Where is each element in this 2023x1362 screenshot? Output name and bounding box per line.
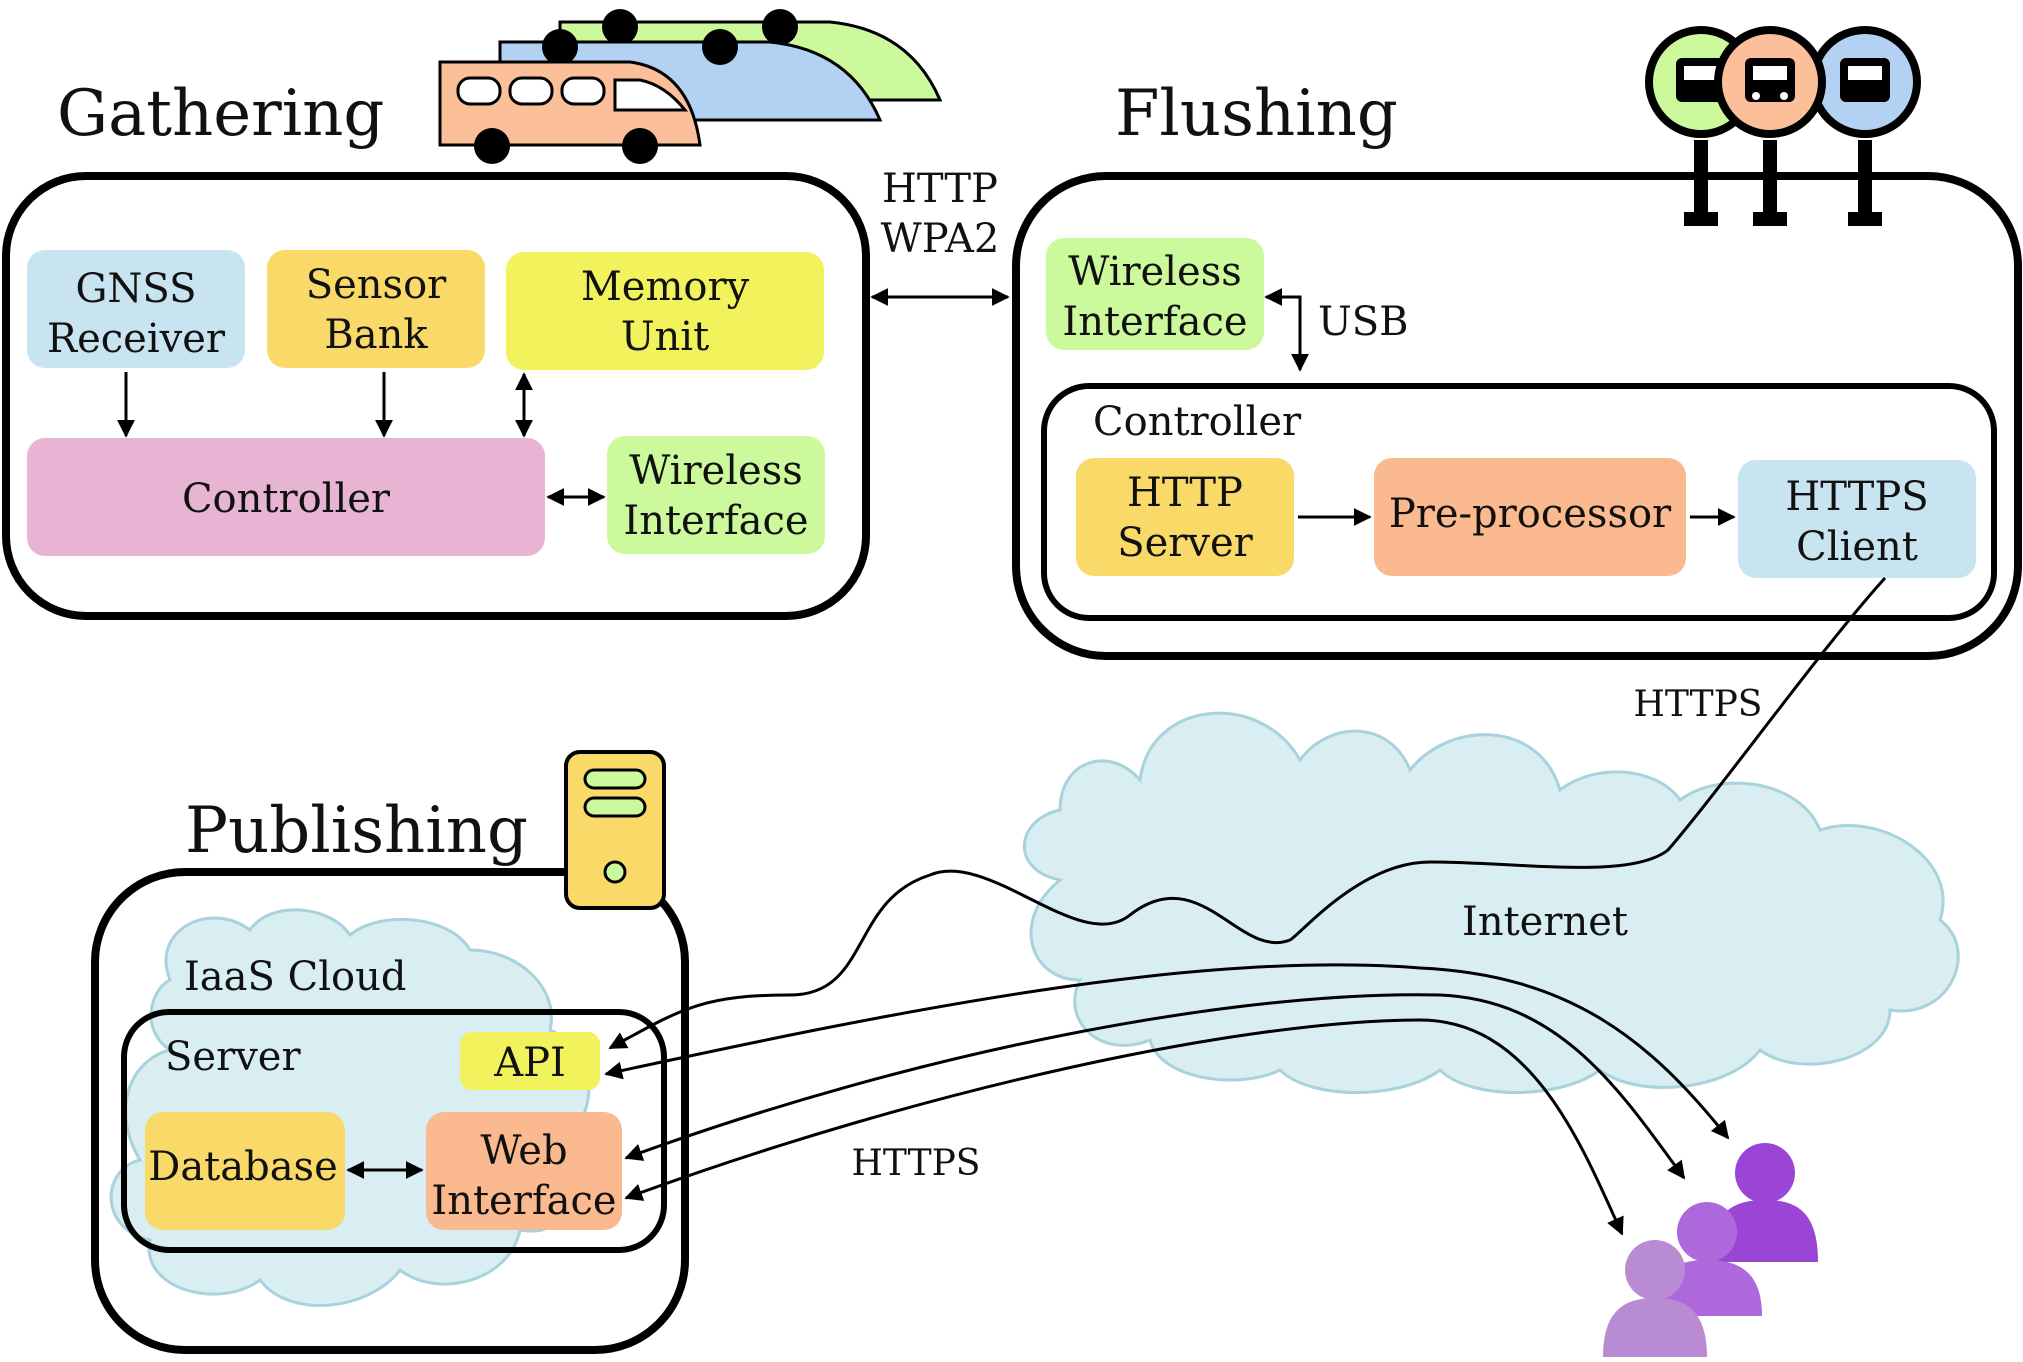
internet-cloud: Internet [1022, 711, 1960, 1094]
svg-text:Web: Web [480, 1128, 567, 1174]
svg-text:Wireless: Wireless [1068, 249, 1242, 295]
api-users-curve [604, 963, 1730, 1140]
svg-text:Unit: Unit [621, 314, 709, 360]
usb-label: USB [1318, 299, 1409, 345]
svg-text:Wireless: Wireless [629, 448, 803, 494]
svg-text:API: API [493, 1040, 566, 1086]
internet-label: Internet [1462, 899, 1628, 945]
svg-text:Controller: Controller [182, 476, 391, 522]
svg-text:Receiver: Receiver [47, 316, 226, 362]
https-label-top: HTTPS [1634, 684, 1763, 725]
svg-text:Interface: Interface [623, 498, 808, 544]
svg-text:Interface: Interface [431, 1178, 616, 1224]
http-label: HTTP [882, 166, 998, 212]
svg-text:Sensor: Sensor [306, 262, 447, 308]
flushing-controller-label: Controller [1093, 399, 1302, 445]
svg-text:HTTPS: HTTPS [1785, 474, 1928, 520]
iaas-cloud-label: IaaS Cloud [184, 954, 406, 1000]
users-icon [1603, 1143, 1818, 1357]
gathering-controller: Controller [27, 438, 545, 556]
gathering-wireless-interface: Wireless Interface [607, 436, 825, 554]
wireless-link: HTTP WPA2 [870, 166, 1010, 306]
bus-stop-icon [1645, 26, 1921, 226]
svg-text:HTTP: HTTP [1127, 470, 1243, 516]
https-client: HTTPS Client [1738, 460, 1976, 578]
https-label-bottom: HTTPS [852, 1143, 981, 1184]
flushing-wireless-interface: Wireless Interface [1046, 238, 1264, 350]
svg-text:Interface: Interface [1062, 299, 1247, 345]
wpa2-label: WPA2 [881, 216, 1000, 262]
publishing-title: Publishing [185, 794, 528, 868]
http-server: HTTP Server [1076, 458, 1294, 576]
web-users-curve-1 [624, 993, 1686, 1180]
gathering-section: Gathering GNSS Receiver [2, 9, 943, 620]
sensor-bank: Sensor Bank [267, 250, 485, 368]
svg-text:Server: Server [1117, 520, 1253, 566]
server-icon [564, 750, 666, 910]
publishing-section: Publishing IaaS Cloud Server API Databas… [91, 750, 689, 1354]
client-to-api-curve [608, 576, 1887, 1050]
usb-arrow [1264, 288, 1309, 372]
gnss-receiver: GNSS Receiver [27, 250, 245, 368]
gathering-title: Gathering [57, 77, 384, 151]
svg-text:Bank: Bank [324, 312, 428, 358]
bus-icon [438, 9, 943, 164]
svg-text:Memory: Memory [581, 264, 750, 310]
pre-processor: Pre-processor [1374, 458, 1686, 576]
flushing-section: Flushing [1012, 26, 2022, 660]
database-box: Database [145, 1112, 345, 1230]
web-interface-box: Web Interface [426, 1112, 622, 1230]
svg-text:Pre-processor: Pre-processor [1389, 491, 1672, 537]
memory-unit: Memory Unit [506, 252, 824, 370]
server-label: Server [165, 1034, 301, 1080]
web-users-curve-2 [624, 1018, 1624, 1236]
svg-text:Client: Client [1796, 524, 1918, 570]
api-box: API [460, 1032, 600, 1090]
svg-text:Database: Database [148, 1144, 338, 1190]
flushing-title: Flushing [1115, 77, 1398, 151]
svg-text:GNSS: GNSS [75, 266, 196, 312]
